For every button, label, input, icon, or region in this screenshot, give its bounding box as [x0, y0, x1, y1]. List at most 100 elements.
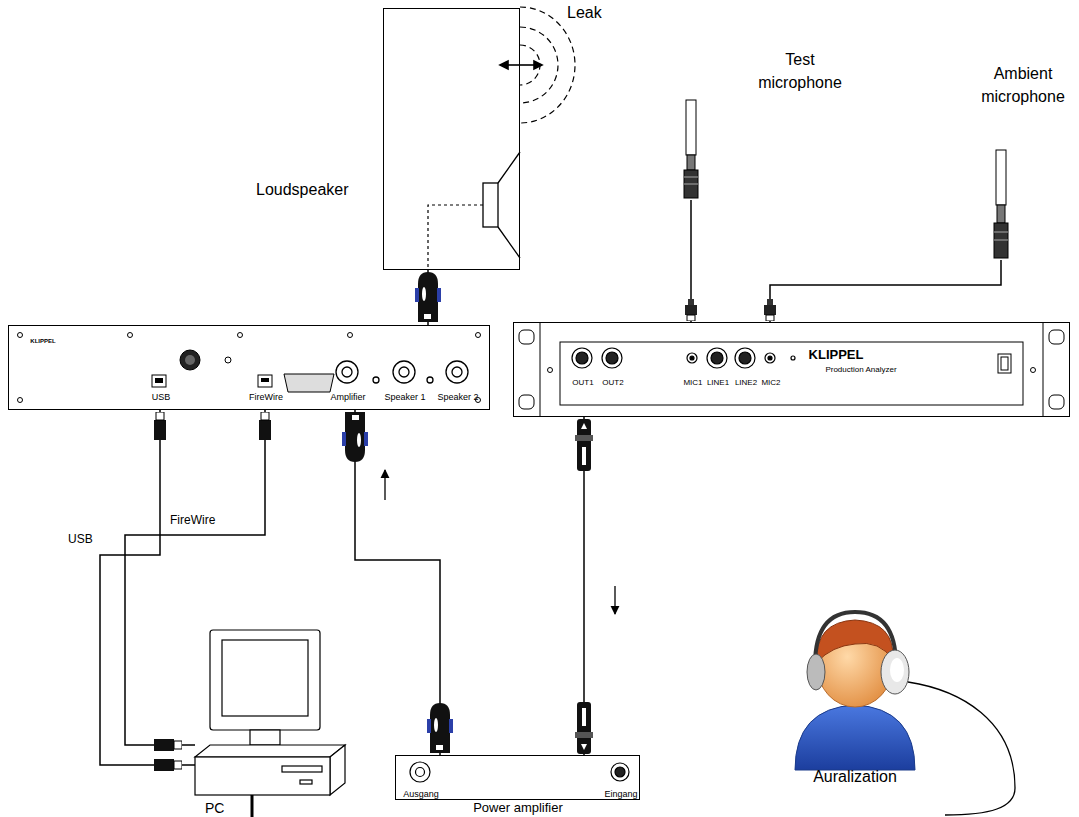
power-switch	[998, 354, 1011, 373]
drawing-part	[416, 768, 425, 777]
drawing-part	[336, 361, 358, 383]
listener: Auralization	[790, 620, 930, 785]
drawing-part	[415, 272, 441, 322]
drawing-part	[998, 354, 1011, 373]
loudspeaker-cabinet: Loudspeaker	[383, 8, 520, 270]
drawing-part	[18, 398, 23, 403]
drawing-part	[373, 377, 379, 383]
drawing-part	[994, 240, 1008, 241]
drawing-part	[128, 333, 133, 338]
drawing-part	[300, 780, 312, 784]
drawing-part	[342, 412, 368, 462]
cable-line	[770, 260, 1001, 322]
drawing-part	[881, 650, 909, 694]
drawing-part	[100, 200, 1001, 765]
cable-label: USB	[66, 533, 95, 547]
drawing-part	[195, 745, 345, 757]
ambient-microphone	[994, 150, 1008, 258]
drawing-part	[342, 367, 352, 377]
signal-direction-arrow	[384, 470, 385, 500]
drawing-part	[534, 61, 542, 69]
drawing-part	[154, 739, 182, 751]
drawing-part	[251, 795, 254, 817]
node-text: LINE2	[735, 378, 757, 387]
drawing-part	[238, 333, 243, 338]
signal-direction-arrow	[614, 586, 615, 614]
drawing-part	[195, 757, 330, 795]
drawing-part	[446, 361, 468, 383]
drawing-part	[684, 184, 698, 185]
drawing-part	[807, 654, 825, 690]
cable-line	[100, 410, 195, 765]
drawing-part	[505, 64, 537, 66]
drawing-part	[154, 759, 182, 771]
drawing-part	[560, 342, 1023, 405]
drawing-part	[222, 640, 308, 716]
drawing-part	[684, 177, 698, 178]
leak-arrow	[500, 61, 542, 69]
drawing-part	[225, 357, 231, 363]
node-text: Eingang	[604, 789, 637, 799]
drawing-part	[185, 355, 195, 365]
listener-figure	[795, 612, 1015, 815]
ambient-microphone: Ambient microphone	[993, 150, 1009, 260]
node-text: Auralization	[813, 768, 897, 786]
cable-line	[125, 410, 265, 745]
drawing-part	[994, 223, 1008, 258]
drawing-part	[519, 330, 534, 344]
node-text: Power amplifier	[473, 801, 563, 816]
drawing-part	[576, 352, 588, 364]
loudspeaker-driver	[483, 152, 520, 258]
drawing-part	[795, 705, 915, 770]
drawing-part	[548, 368, 553, 373]
node-text: Ausgang	[403, 789, 439, 799]
power-amplifier: AusgangEingangPower amplifier	[395, 755, 640, 800]
drawing-part	[996, 150, 1006, 205]
drawing-part	[1049, 330, 1064, 344]
drawing-part	[399, 367, 409, 377]
cable-plugs	[154, 272, 776, 771]
drawing-part	[330, 745, 345, 795]
amplifier-unit: KLIPPELUSBFireWireAmplifierSpeaker 1Spea…	[8, 325, 490, 410]
drawing-part	[997, 205, 1005, 223]
node-text: PC	[205, 800, 224, 816]
drawing-part	[686, 100, 696, 155]
drawing-part	[687, 155, 695, 170]
db25-port	[284, 374, 334, 392]
drawing-part	[1031, 368, 1036, 373]
drawing-part	[575, 419, 593, 471]
node-text: LINE1	[707, 378, 729, 387]
drawing-part	[572, 348, 592, 368]
node-text: MIC1	[683, 378, 702, 387]
din-socket	[180, 350, 200, 370]
node-text: FireWire	[249, 392, 283, 402]
drawing-part	[155, 378, 163, 383]
node-text: Ambient microphone	[973, 62, 1073, 108]
usb-port	[152, 375, 166, 387]
firewire-port	[258, 375, 272, 387]
drawing-part	[994, 232, 1008, 233]
test-microphone	[684, 100, 698, 198]
drawing-part	[18, 333, 23, 338]
drawing-part	[908, 682, 1015, 815]
annotation-label: Leak	[565, 4, 604, 22]
drawing-part	[739, 352, 751, 364]
drawing-part	[690, 356, 694, 360]
drawing-part	[815, 612, 896, 665]
cable-connector	[100, 410, 195, 765]
drawing-part	[606, 352, 618, 364]
cable-line	[355, 410, 440, 755]
node-text: OUT2	[602, 378, 623, 387]
drawing-part	[348, 333, 353, 338]
drawing-part	[685, 299, 697, 321]
drawing-part	[261, 378, 269, 382]
drawing-part	[393, 361, 415, 383]
drawing-part	[180, 350, 200, 370]
drawing-part	[602, 348, 622, 368]
drawing-part	[500, 61, 508, 69]
drawing-part	[152, 375, 166, 387]
drawing-part	[259, 412, 271, 440]
drawing-part	[250, 730, 280, 745]
